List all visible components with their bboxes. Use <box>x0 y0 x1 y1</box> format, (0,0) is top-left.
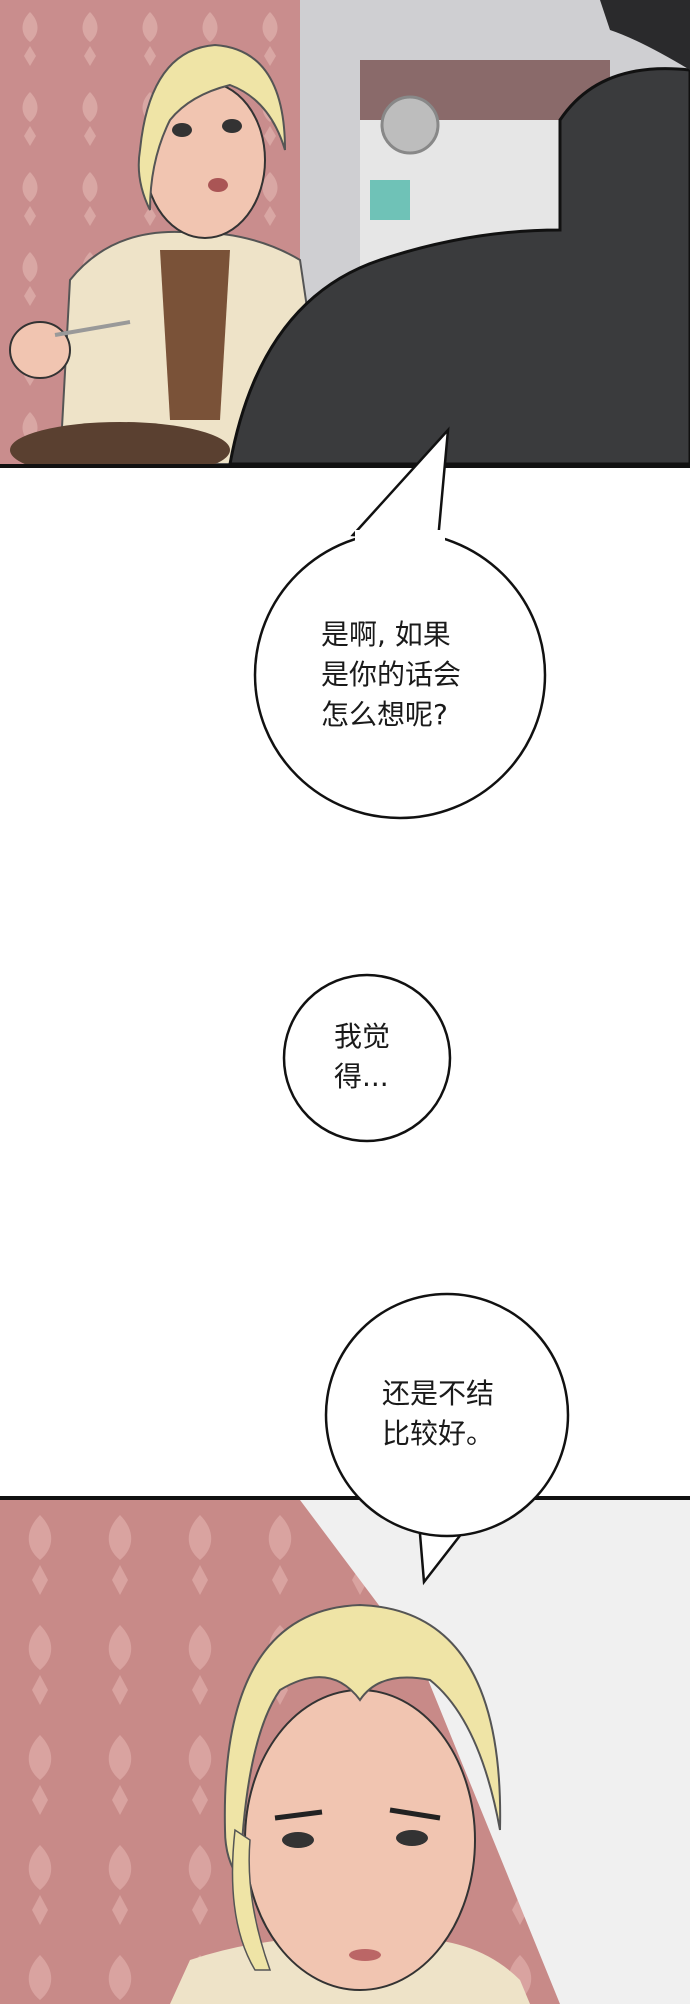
woman-hand <box>10 322 70 378</box>
bottle <box>370 180 410 220</box>
bubble-1-line-1: 是啊, 如果 <box>321 615 461 655</box>
speech-bubble-1: 是啊, 如果 是你的话会 怎么想呢? <box>253 430 548 820</box>
woman-left-eye <box>172 123 192 137</box>
speech-bubble-3: 还是不结 比较好。 <box>324 1292 574 1582</box>
bubble-1-line-3: 怎么想呢? <box>321 695 461 735</box>
bubble-2-line-2: 得... <box>334 1057 390 1097</box>
woman-left-eye <box>282 1832 314 1848</box>
woman-right-eye <box>222 119 242 133</box>
comic-panel-top <box>0 0 690 468</box>
restaurant-scene-illustration <box>0 0 690 464</box>
woman-right-eye <box>396 1830 428 1846</box>
wall-fan-icon <box>382 97 438 153</box>
floral-blouse <box>160 250 230 420</box>
bubble-2-line-1: 我觉 <box>334 1017 390 1057</box>
woman-mouth <box>349 1949 381 1961</box>
woman-mouth <box>208 178 228 192</box>
bubble-3-line-1: 还是不结 <box>382 1374 494 1414</box>
bubble-3-line-2: 比较好。 <box>382 1414 494 1454</box>
woman-face <box>245 1690 475 1990</box>
speech-bubble-2: 我觉 得... <box>282 973 452 1143</box>
bubble-1-line-2: 是你的话会 <box>321 655 461 695</box>
